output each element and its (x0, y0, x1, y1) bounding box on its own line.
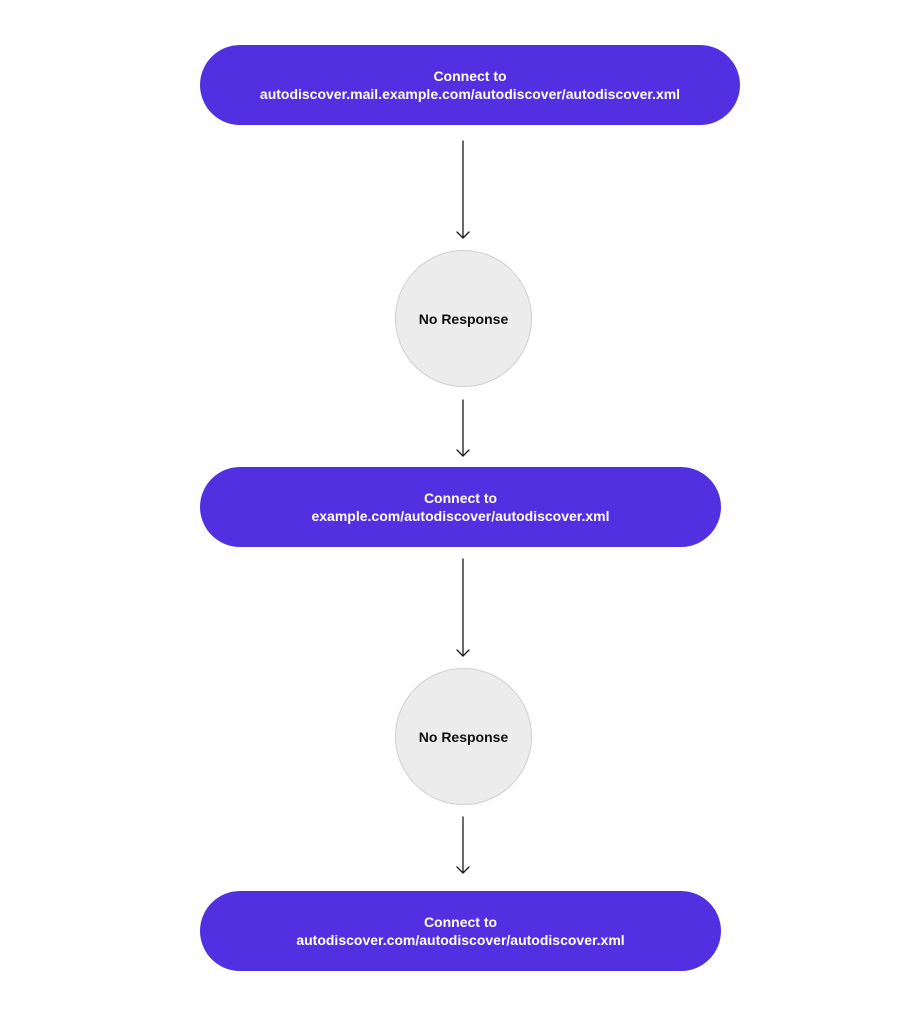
node-label-line1: Connect to (423, 490, 498, 506)
node-label: No Response (418, 728, 509, 745)
arrow-node-3-to-node-4 (456, 558, 470, 657)
node-label-line2: autodiscover.mail.example.com/autodiscov… (259, 86, 681, 102)
connect-node-mail-example: Connect to autodiscover.mail.example.com… (200, 45, 740, 125)
no-response-node: No Response (395, 250, 532, 387)
node-label-line1: Connect to (423, 914, 498, 930)
arrow-node-1-to-node-2 (456, 140, 470, 239)
arrow-node-4-to-node-5 (456, 816, 470, 874)
node-label-line2: example.com/autodiscover/autodiscover.xm… (311, 508, 610, 524)
node-label-line1: Connect to (433, 68, 507, 84)
node-label-line2: autodiscover.com/autodiscover/autodiscov… (296, 932, 625, 948)
arrow-node-2-to-node-3 (456, 399, 470, 457)
connect-node-autodiscover-com: Connect to autodiscover.com/autodiscover… (200, 891, 721, 971)
connect-node-example: Connect to example.com/autodiscover/auto… (200, 467, 721, 547)
node-label: No Response (418, 310, 509, 327)
no-response-node: No Response (395, 668, 532, 805)
